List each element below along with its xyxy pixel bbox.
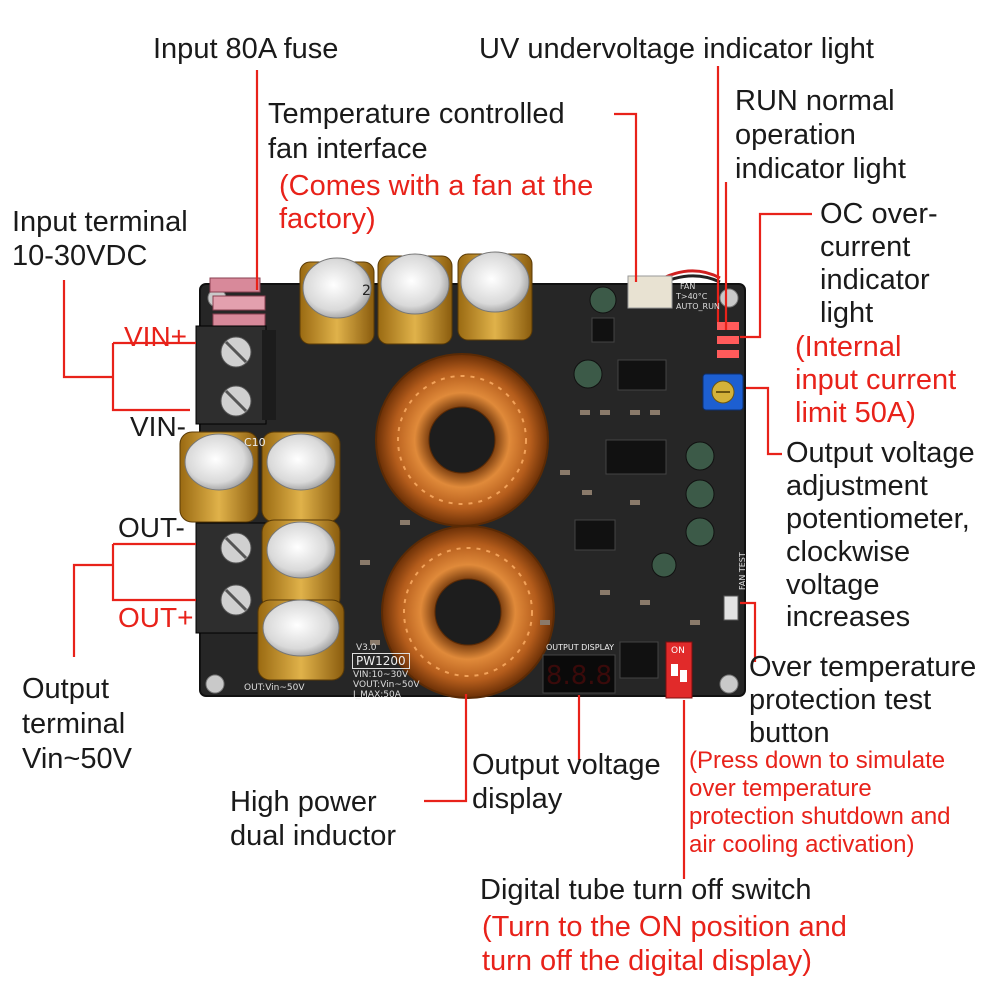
board-fan-test: FAN TEST: [738, 552, 747, 590]
label-pot-line4: clockwise: [786, 536, 911, 568]
label-pot-line1: Output voltage: [786, 437, 975, 469]
label-inductor-line2: dual inductor: [230, 820, 397, 852]
svg-text:8.8.8: 8.8.8: [546, 661, 612, 691]
label-ot-note-line1: (Press down to simulate: [689, 747, 946, 774]
board-spec-vout: VOUT:Vin~50V: [353, 680, 420, 690]
fan-test-button-icon: [723, 595, 739, 621]
board-output-display-label: OUTPUT DISPLAY: [546, 643, 614, 652]
board-cap-mark: C10: [244, 436, 266, 449]
indicator-led-icon: [717, 322, 739, 358]
input-terminal-block-icon: [195, 325, 276, 425]
label-fan-line1: Temperature controlled: [268, 98, 565, 130]
board-model: PW1200: [352, 653, 410, 669]
board-fan-temp: T>40°C: [676, 292, 708, 301]
label-vin-plus: VIN+: [124, 321, 188, 352]
board-spec-imax: I_MAX:50A: [353, 690, 401, 700]
board-cap-top-mark: 2: [362, 283, 371, 299]
seven-segment-display-icon: 8.8.8: [542, 654, 616, 694]
label-inductor-line1: High power: [230, 786, 377, 818]
label-switch: Digital tube turn off switch: [480, 874, 812, 906]
mount-hole-icon: [719, 288, 739, 308]
dip-switch-icon: [665, 641, 693, 699]
label-run-line1: RUN normal: [735, 85, 895, 117]
label-fan-line2: fan interface: [268, 133, 428, 165]
board-fan-mark: FAN: [680, 282, 696, 291]
label-switch-note-line2: turn off the digital display): [482, 945, 812, 977]
board-fan-auto: AUTO_RUN: [676, 302, 720, 311]
label-ot-line3: button: [749, 717, 830, 749]
label-pot-line2: adjustment: [786, 470, 928, 502]
label-oc-note-line1: (Internal: [795, 331, 902, 363]
label-fan-note-line2: factory): [279, 203, 376, 235]
label-input-terminal-line2: 10-30VDC: [12, 240, 148, 272]
label-run-line2: operation: [735, 119, 856, 151]
label-output-terminal-line3: Vin~50V: [22, 743, 132, 775]
board-version: V3.0: [356, 643, 377, 653]
label-pot-line6: increases: [786, 601, 911, 633]
label-output-terminal-line1: Output: [22, 673, 110, 705]
label-oc-line3: indicator: [820, 264, 930, 296]
label-oc-line1: OC over-: [820, 198, 938, 230]
label-ot-note-line4: air cooling activation): [689, 831, 915, 858]
label-output-terminal-line2: terminal: [22, 708, 126, 740]
mount-hole-icon: [205, 674, 225, 694]
mount-hole-icon: [719, 674, 739, 694]
leader-lines: [62, 66, 812, 879]
label-input-fuse: Input 80A fuse: [153, 33, 339, 65]
label-vin-minus: VIN-: [130, 411, 186, 442]
label-pot-line3: potentiometer,: [786, 503, 970, 535]
label-oc-line4: light: [820, 297, 874, 329]
label-ot-note-line2: over temperature: [689, 775, 872, 802]
board-switch-on: ON: [671, 646, 685, 656]
label-display-line2: display: [472, 783, 563, 815]
inductor-icon: [375, 353, 555, 699]
label-pot-line5: voltage: [786, 569, 880, 601]
label-oc-line2: current: [820, 231, 911, 263]
label-input-terminal-line1: Input terminal: [12, 206, 188, 238]
label-out-minus: OUT-: [118, 512, 185, 543]
output-capacitor-icon: [179, 431, 345, 681]
label-uv-indicator: UV undervoltage indicator light: [479, 33, 874, 65]
board-out-label: OUT:Vin~50V: [244, 683, 305, 693]
label-oc-note-line2: input current: [795, 364, 957, 396]
label-display-line1: Output voltage: [472, 749, 661, 781]
fuse-icon: [209, 277, 266, 329]
label-oc-note-line3: limit 50A): [795, 397, 916, 429]
label-switch-note-line1: (Turn to the ON position and: [482, 911, 847, 943]
small-capacitor-icon: [573, 286, 715, 578]
potentiometer-icon: [702, 373, 744, 411]
label-ot-line2: protection test: [749, 684, 932, 716]
label-fan-note-line1: (Comes with a fan at the: [279, 170, 594, 202]
label-run-line3: indicator light: [735, 153, 906, 185]
label-ot-line1: Over temperature: [749, 651, 977, 683]
label-out-plus: OUT+: [118, 602, 194, 633]
input-capacitor-icon: [299, 251, 533, 345]
board-spec-vin: VIN:10~30V: [353, 670, 409, 680]
ic-chip-icon: [574, 317, 667, 679]
label-ot-note-line3: protection shutdown and: [689, 803, 951, 830]
